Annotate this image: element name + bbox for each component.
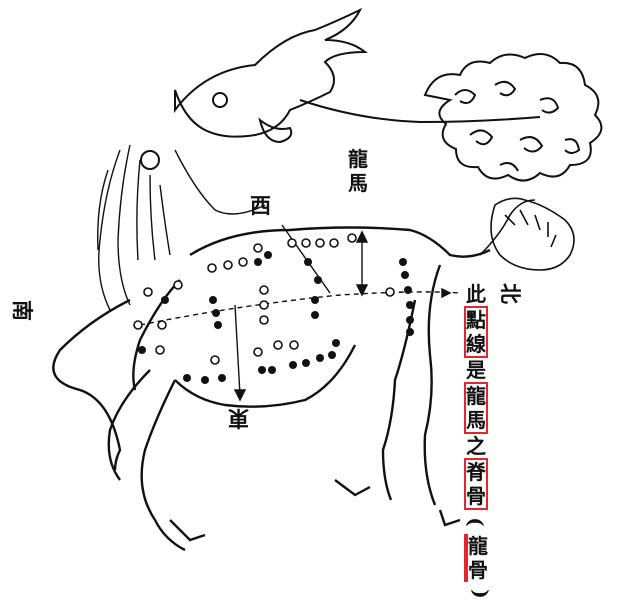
caption-highlight-box: 脊 骨 [464,458,488,510]
caption-highlight-box: 點 線 [464,306,488,358]
tail-drawing [480,198,574,270]
north-label: 北 [500,283,521,304]
caption-char: 脊 [466,460,486,484]
caption-char: 馬 [466,408,486,432]
spine-caption: 此 點 線 是 龍 馬 之 脊 骨 ( 龍 骨 ) [464,282,488,596]
caption-char: 龍 [466,384,486,408]
caption-char: 是 [464,358,488,382]
south-label: 南 [12,300,33,321]
horse-body-drawing [53,228,490,551]
caption-char: 此 [464,282,488,306]
caption-char: 骨 [466,484,486,508]
caption-char: 骨 [468,558,488,582]
white-dots [134,234,394,364]
caption-char: ) [464,582,488,596]
east-label: 東 [228,408,249,429]
caption-char: 線 [466,332,486,356]
caption-char: 龍 [468,534,488,558]
dragon-horse-label: 龍 馬 [346,147,370,195]
cloud-drawing [425,54,601,181]
caption-highlight-box: 龍 馬 [464,382,488,434]
caption-highlight-box: 龍 骨 [464,534,488,582]
caption-char: 點 [466,308,486,332]
dragon-head-drawing [141,10,365,169]
caption-char: ( [464,510,488,534]
west-label: 西 [250,195,271,216]
caption-char: 之 [464,434,488,458]
breath-line [300,100,540,122]
